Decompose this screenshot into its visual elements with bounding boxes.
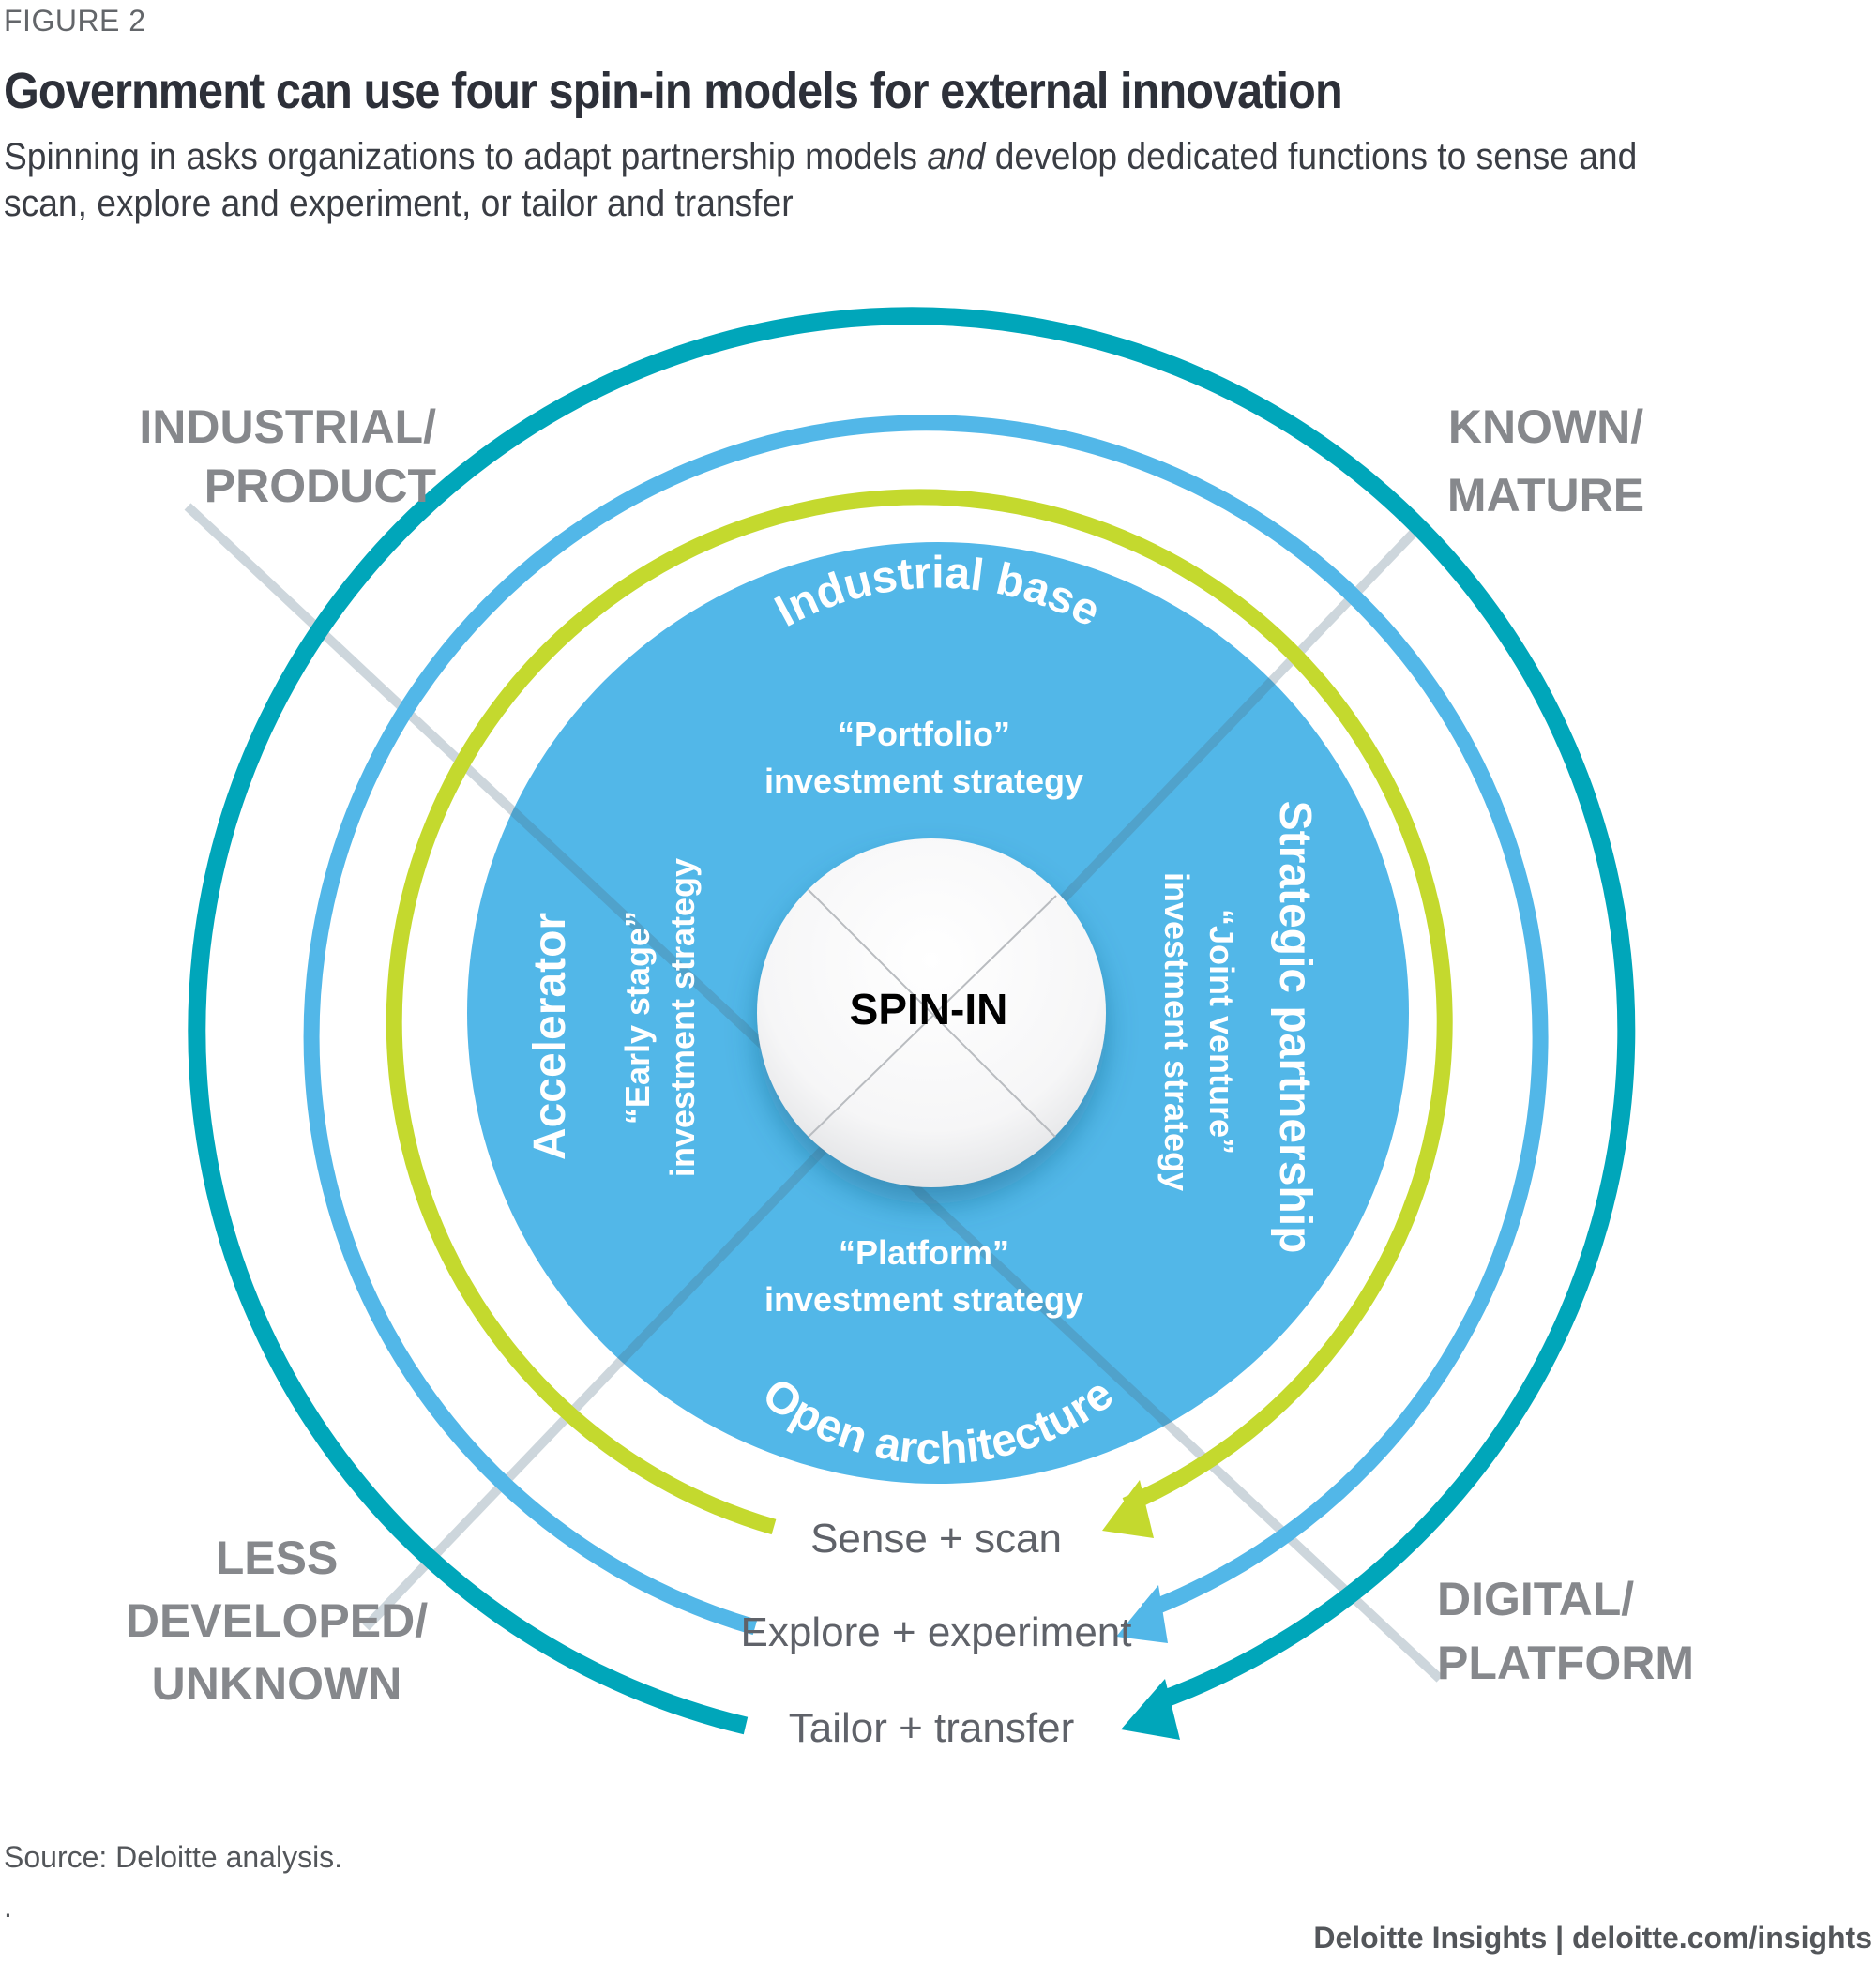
subtitle-text-before: Spinning in asks organizations to adapt … xyxy=(4,136,928,177)
note-mark: . xyxy=(4,1890,12,1924)
strategy-joint-venture-sub: investment strategy xyxy=(1157,872,1196,1191)
axis-label-unknown: UNKNOWN xyxy=(152,1657,402,1710)
sense-scan-arrowhead xyxy=(1102,1480,1154,1538)
tailor-transfer-ring xyxy=(188,307,1636,1735)
subtitle-emphasis: and xyxy=(927,136,986,177)
strategy-platform: “Platform” xyxy=(839,1233,1009,1272)
ring-label-tailor-transfer: Tailor + transfer xyxy=(789,1705,1074,1751)
strategy-joint-venture: “Joint venture” xyxy=(1203,909,1241,1155)
axis-label-mature: MATURE xyxy=(1447,469,1644,521)
strategy-portfolio-sub: investment strategy xyxy=(764,762,1083,800)
ring-label-explore-experiment: Explore + experiment xyxy=(741,1609,1132,1655)
axis-label-digital: DIGITAL/ xyxy=(1437,1573,1634,1625)
source-note: Source: Deloitte analysis. xyxy=(4,1840,343,1874)
axis-label-industrial: INDUSTRIAL/ xyxy=(139,400,436,453)
footer-credit: Deloitte Insights | deloitte.com/insight… xyxy=(1313,1921,1872,1955)
axis-label-platform: PLATFORM xyxy=(1437,1637,1694,1689)
figure-label: FIGURE 2 xyxy=(4,4,146,38)
tailor-transfer-arrowhead xyxy=(1121,1679,1180,1740)
ring-label-sense-scan: Sense + scan xyxy=(810,1516,1062,1562)
axis-label-developed: DEVELOPED/ xyxy=(126,1594,428,1647)
sense-scan-ring xyxy=(386,489,1453,1535)
axis-labels: INDUSTRIAL/ PRODUCT KNOWN/ MATURE LESS D… xyxy=(126,400,1694,1710)
axis-label-known: KNOWN/ xyxy=(1448,400,1643,453)
strategy-portfolio: “Portfolio” xyxy=(838,715,1010,753)
center-label: SPIN-IN xyxy=(850,985,1008,1034)
explore-experiment-ring xyxy=(303,415,1549,1636)
figure-title: Government can use four spin-in models f… xyxy=(4,63,1343,119)
ring-labels: Sense + scan Explore + experiment Tailor… xyxy=(741,1516,1132,1751)
strategy-early-stage-sub: investment strategy xyxy=(663,858,702,1177)
axis-label-less: LESS xyxy=(216,1532,339,1584)
model-title-accelerator: Accelerator xyxy=(525,913,575,1160)
figure-subtitle: Spinning in asks organizations to adapt … xyxy=(4,133,1661,227)
model-title-strategic-partnership: Strategic partnership xyxy=(1270,801,1320,1254)
center-crease-1 xyxy=(808,889,1056,1138)
explore-experiment-arrowhead xyxy=(1116,1585,1168,1643)
axis-label-product: PRODUCT xyxy=(204,460,436,512)
strategy-early-stage: “Early stage” xyxy=(618,911,657,1125)
subtitle-text-after: develop dedicated functions to sense and… xyxy=(4,136,1638,224)
strategy-platform-sub: investment strategy xyxy=(764,1280,1083,1319)
center-crease-2 xyxy=(808,895,1057,1138)
